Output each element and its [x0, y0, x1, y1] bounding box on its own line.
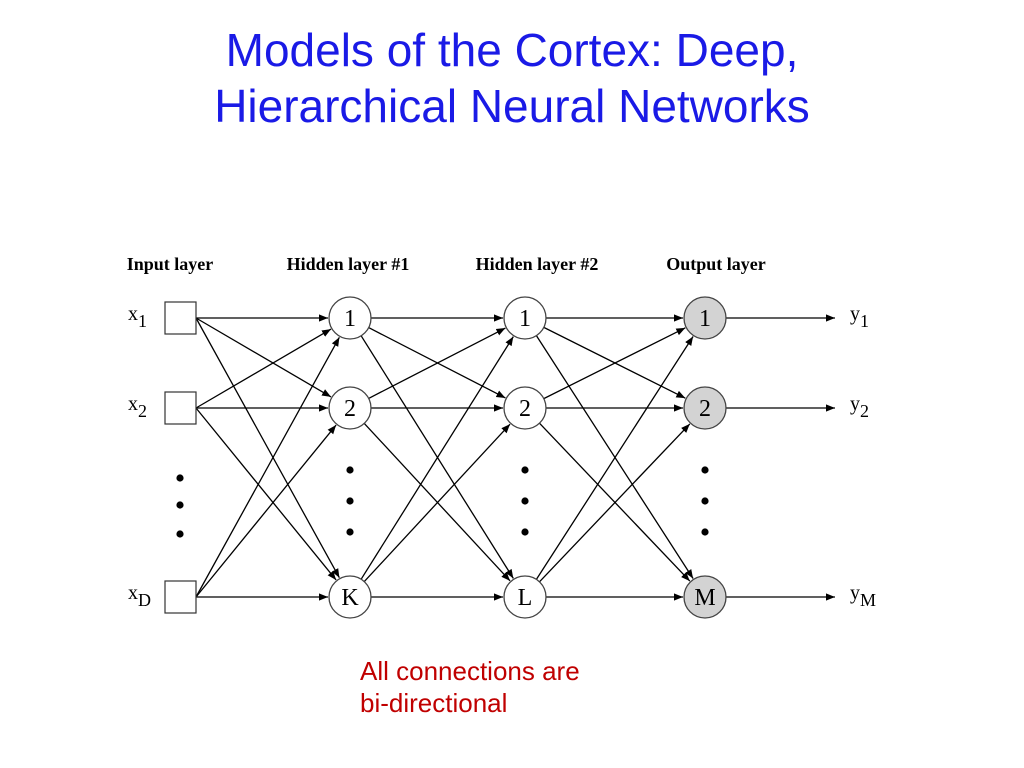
input-node [164, 580, 197, 614]
layer-header: Hidden layer #1 [287, 254, 410, 274]
hidden1-node-label: 2 [344, 396, 356, 422]
ellipsis-dot [521, 466, 529, 474]
ellipsis-dot [176, 530, 184, 538]
output-node-label: M [694, 585, 715, 611]
output-label: y2 [850, 393, 869, 421]
output-label: yM [850, 582, 876, 610]
hidden1-node-label: 1 [344, 306, 356, 332]
hidden2-node-label: L [518, 585, 533, 611]
input-node [164, 391, 197, 425]
connection-hidden2-output [535, 336, 694, 580]
ellipsis-dot [701, 466, 709, 474]
ellipsis-dot [521, 528, 529, 536]
connection-input-hidden1 [195, 317, 340, 579]
connections-note: All connections are bi-directional [360, 655, 580, 719]
hidden1-node-label: K [341, 585, 359, 611]
output-node [683, 575, 727, 619]
input-label: x1 [128, 303, 147, 331]
layer-header: Output layer [666, 254, 766, 274]
ellipsis-dot [346, 497, 354, 505]
ellipsis-dot [176, 501, 184, 509]
output-node [683, 296, 727, 340]
output-label: y1 [850, 303, 869, 331]
connection-input-hidden1 [195, 328, 332, 409]
connection-hidden1-hidden2 [368, 327, 506, 399]
output-node-label: 1 [699, 306, 711, 332]
ellipsis-dot [346, 466, 354, 474]
hidden2-node [503, 575, 547, 619]
connection-hidden1-hidden2 [360, 336, 514, 580]
output-node [683, 386, 727, 430]
ellipsis-dot [701, 497, 709, 505]
title-line-2: Hierarchical Neural Networks [214, 80, 810, 132]
hidden1-node [328, 575, 372, 619]
connection-input-hidden1 [195, 336, 340, 598]
connection-hidden2-output [543, 327, 686, 400]
ellipsis-dot [176, 474, 184, 482]
note-line-2: bi-directional [360, 688, 508, 718]
input-node [164, 301, 197, 335]
layer-header: Hidden layer #2 [476, 254, 599, 274]
input-label: x2 [128, 393, 147, 421]
connection-input-hidden1 [195, 407, 337, 581]
slide-title: Models of the Cortex: Deep, Hierarchical… [0, 22, 1024, 134]
connection-hidden2-output [539, 423, 691, 583]
note-line-1: All connections are [360, 656, 580, 686]
layer-header: Input layer [127, 254, 214, 274]
hidden2-node-label: 1 [519, 306, 531, 332]
hidden1-node [328, 386, 372, 430]
hidden2-node [503, 296, 547, 340]
labels: Input layer Hidden layer #1 Hidden layer #… [127, 254, 876, 610]
ellipsis-dot [701, 528, 709, 536]
input-label: xD [128, 582, 151, 610]
output-node-label: 2 [699, 396, 711, 422]
connection-input-hidden1 [195, 317, 332, 398]
title-line-1: Models of the Cortex: Deep, [225, 24, 799, 76]
connection-hidden1-hidden2 [363, 423, 511, 583]
ellipsis-dot [346, 528, 354, 536]
connection-input-hidden1 [195, 424, 337, 598]
hidden1-node [328, 296, 372, 340]
connections [195, 314, 835, 601]
ellipsis-dot [521, 497, 529, 505]
nodes: 1 2K 1 2L 1 2M [164, 296, 727, 619]
hidden2-node-label: 2 [519, 396, 531, 422]
hidden2-node [503, 386, 547, 430]
